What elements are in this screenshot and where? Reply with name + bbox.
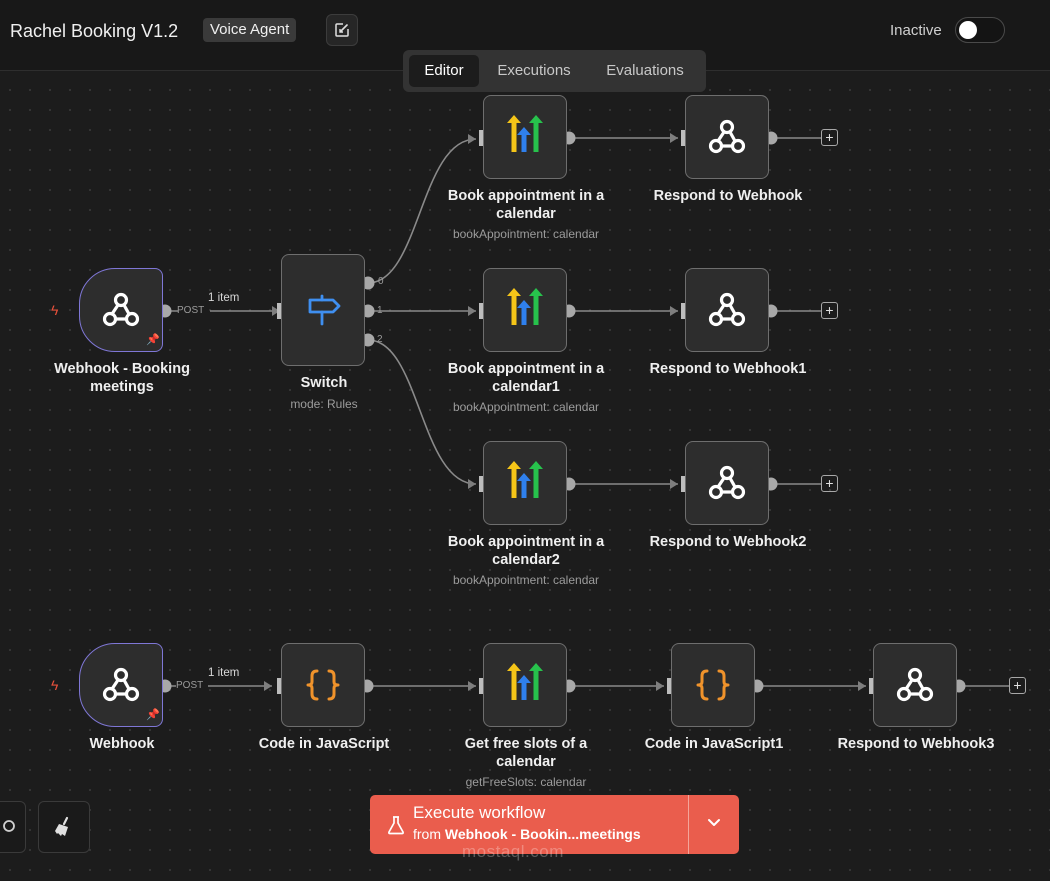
switch-output-label: 1 [377, 305, 383, 316]
edit-description-button[interactable] [326, 14, 358, 46]
zoom-icon [3, 820, 15, 832]
node-label: Get free slots of a calendar [464, 736, 588, 770]
highlevel-icon [507, 663, 543, 700]
add-node-button[interactable]: + [1009, 677, 1026, 694]
execute-divider [688, 795, 689, 854]
tab-executions[interactable]: Executions [497, 62, 571, 79]
edit-icon [335, 23, 349, 37]
tidy-up-button[interactable] [38, 801, 90, 853]
node-label: Book appointment in a calendar1 [447, 361, 605, 395]
node-webhook-booking[interactable] [79, 268, 163, 352]
webhook-icon [102, 667, 140, 702]
node-label: Code in JavaScript [258, 736, 390, 752]
webhook-icon [708, 292, 746, 327]
node-sublabel: bookAppointment: calendar [452, 573, 600, 587]
webhook-icon [102, 292, 140, 327]
node-respond-to-webhook[interactable] [685, 95, 769, 179]
add-node-button[interactable]: + [821, 129, 838, 146]
node-label: Book appointment in a calendar [447, 188, 605, 222]
flask-icon [388, 816, 404, 835]
node-label: Respond to Webhook1 [649, 361, 807, 377]
code-braces-icon [306, 669, 340, 701]
trigger-bolt-icon: ϟ [51, 302, 59, 318]
add-node-button[interactable]: + [821, 302, 838, 319]
node-book-appointment[interactable] [483, 95, 567, 179]
add-node-button[interactable]: + [821, 475, 838, 492]
tab-editor[interactable]: Editor [409, 55, 479, 87]
code-braces-icon [696, 669, 730, 701]
node-get-free-slots[interactable] [483, 643, 567, 727]
node-webhook[interactable] [79, 643, 163, 727]
switch-output-label: 0 [378, 276, 384, 287]
webhook-icon [896, 667, 934, 702]
highlevel-icon [507, 461, 543, 498]
view-tabs: Editor Executions Evaluations [403, 50, 706, 92]
chevron-down-icon[interactable] [706, 815, 722, 831]
workflow-tag[interactable]: Voice Agent [203, 18, 297, 42]
node-sublabel: mode: Rules [290, 397, 358, 411]
node-respond-to-webhook-2[interactable] [685, 441, 769, 525]
node-sublabel: bookAppointment: calendar [452, 400, 600, 414]
node-switch[interactable] [281, 254, 365, 366]
execute-from-node: Webhook - Bookin...meetings [444, 826, 641, 842]
highlevel-icon [507, 115, 543, 152]
node-code-in-javascript-1[interactable] [671, 643, 755, 727]
node-respond-to-webhook-3[interactable] [873, 643, 957, 727]
node-respond-to-webhook-1[interactable] [685, 268, 769, 352]
execute-title: Execute workflow [413, 803, 546, 822]
execute-source: from Webhook - Bookin...meetings [413, 826, 641, 842]
item-count-label: 1 item [208, 667, 240, 679]
node-sublabel: bookAppointment: calendar [452, 227, 600, 241]
workflow-title[interactable]: Rachel Booking V1.2 [10, 21, 179, 41]
toggle-knob [959, 21, 977, 39]
execute-from-prefix: from [413, 826, 441, 842]
switch-output-label: 2 [377, 334, 383, 345]
node-book-appointment-2[interactable] [483, 441, 567, 525]
node-sublabel: getFreeSlots: calendar [465, 775, 587, 789]
webhook-icon [708, 119, 746, 154]
node-label: Switch [300, 375, 348, 391]
active-toggle[interactable] [955, 17, 1005, 43]
item-count-label: 1 item [208, 292, 240, 304]
node-label: Webhook [89, 736, 155, 752]
http-method-label: POST [176, 680, 204, 691]
webhook-icon [708, 465, 746, 500]
edge-switch-book3 [367, 339, 477, 485]
pin-icon: 📌 [146, 709, 160, 721]
node-label: Book appointment in a calendar2 [447, 534, 605, 568]
node-label: Respond to Webhook3 [837, 736, 995, 752]
trigger-bolt-icon: ϟ [51, 677, 59, 693]
pin-icon: 📌 [146, 334, 160, 346]
node-code-in-javascript[interactable] [281, 643, 365, 727]
node-label: Respond to Webhook2 [649, 534, 807, 550]
node-label: Respond to Webhook [653, 188, 803, 204]
node-label: Webhook - Booking meetings [54, 361, 190, 395]
active-status-label: Inactive [890, 22, 942, 39]
highlevel-icon [507, 288, 543, 325]
signpost-icon [308, 294, 341, 326]
node-label: Code in JavaScript1 [644, 736, 784, 752]
tab-evaluations[interactable]: Evaluations [606, 62, 684, 79]
http-method-label: POST [177, 305, 205, 316]
broom-icon [55, 816, 69, 836]
zoom-button[interactable] [0, 801, 26, 853]
execute-workflow-button[interactable]: Execute workflow from Webhook - Bookin..… [370, 795, 739, 854]
edge-switch-book1 [367, 138, 477, 284]
node-book-appointment-1[interactable] [483, 268, 567, 352]
watermark: mostaql.com [462, 842, 564, 861]
